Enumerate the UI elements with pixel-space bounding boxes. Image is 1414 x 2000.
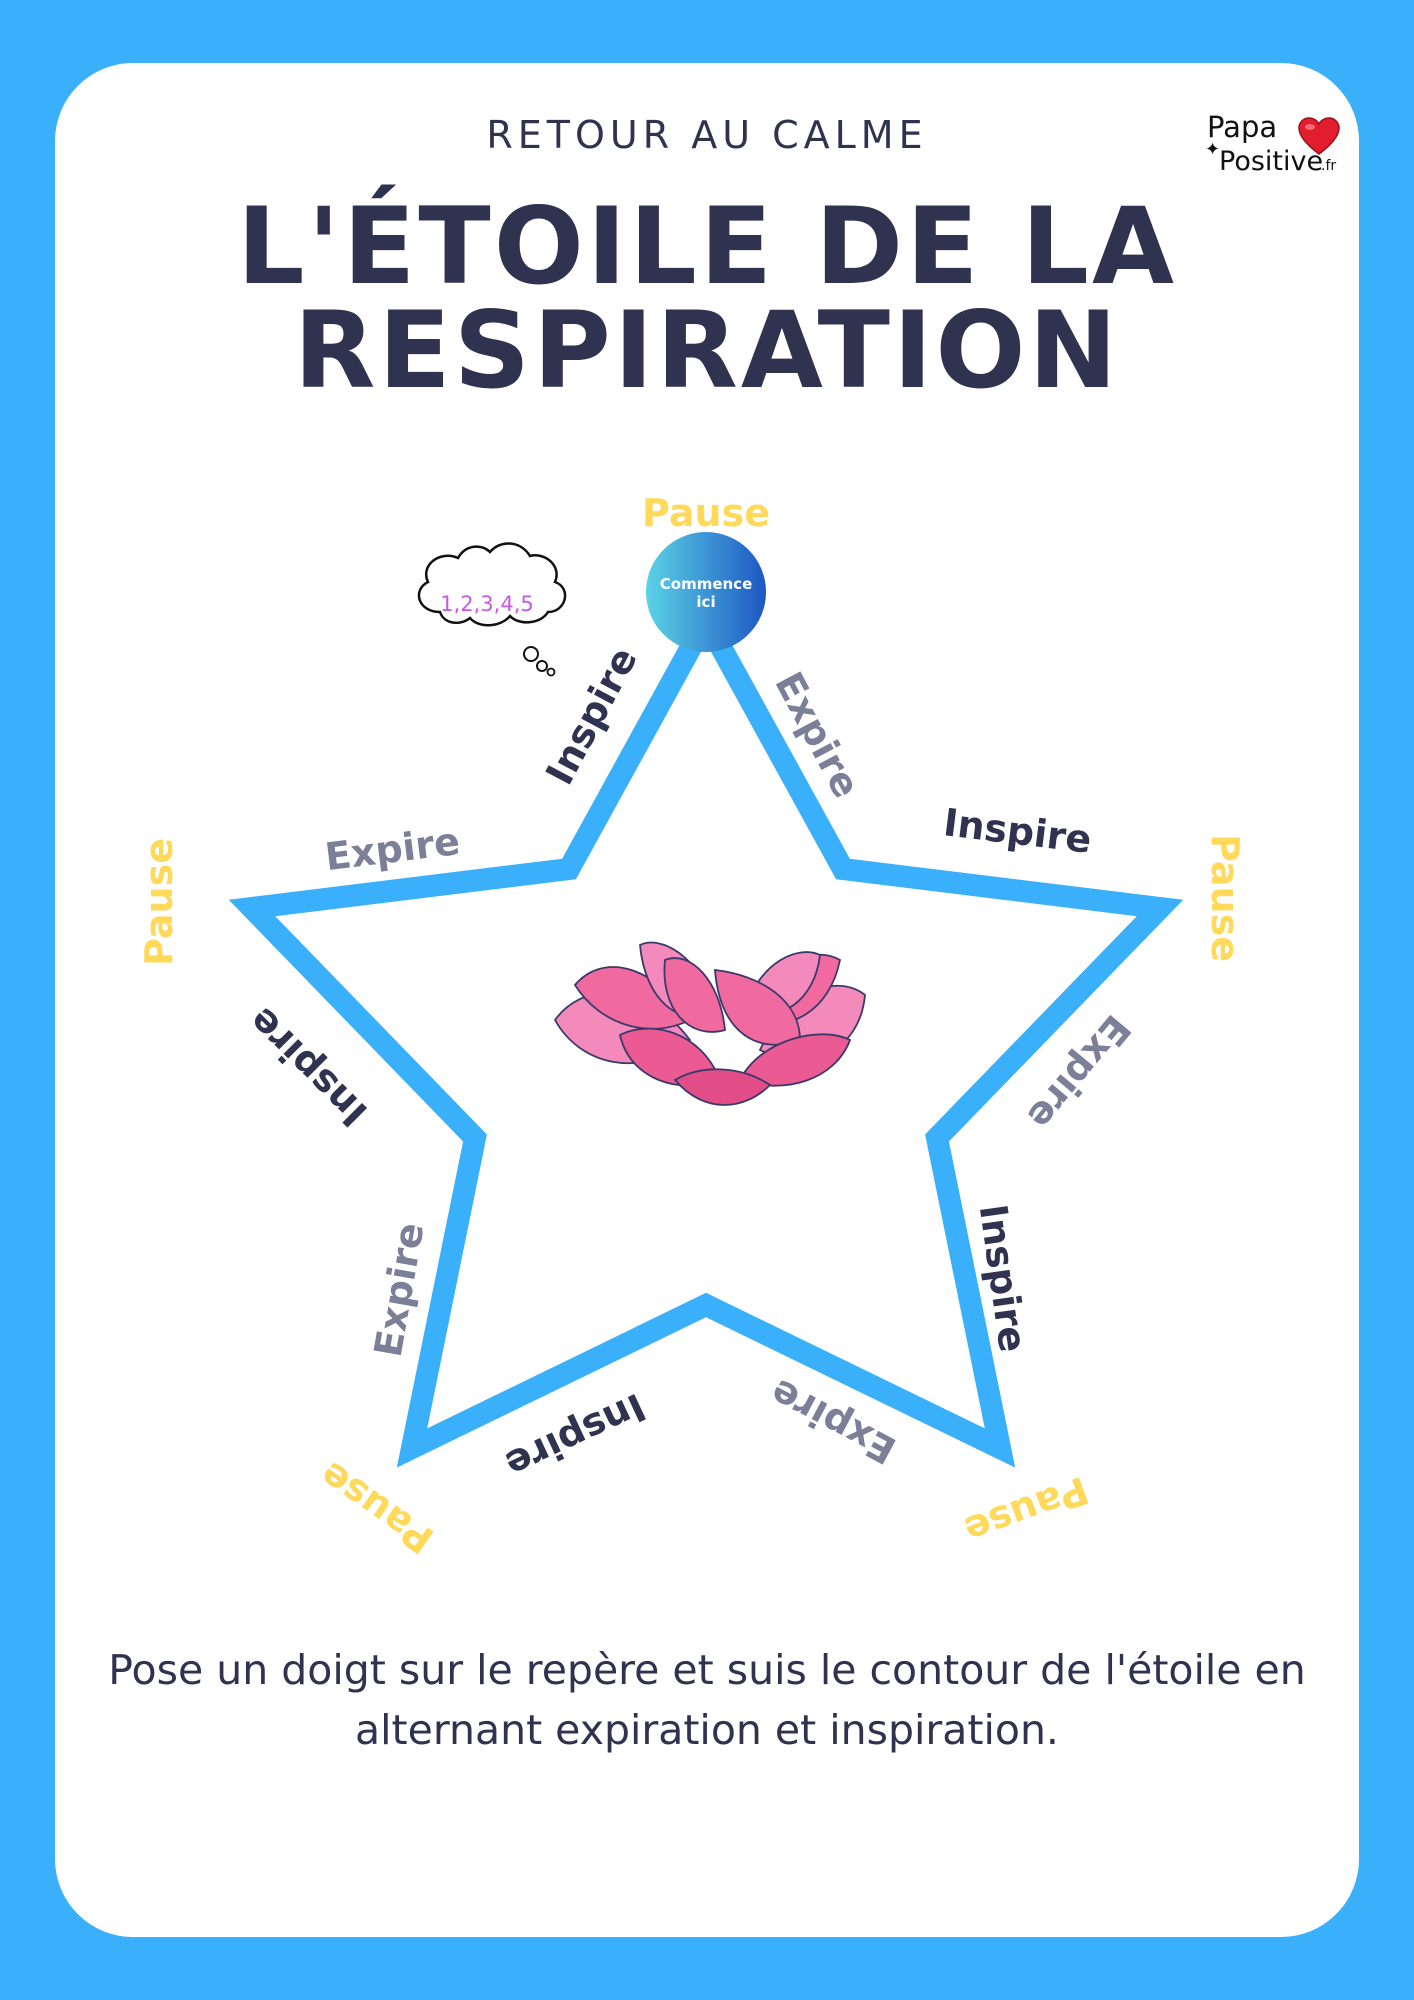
start-marker[interactable] xyxy=(646,532,766,652)
heart-icon xyxy=(1298,117,1340,155)
instructions-text: Pose un doigt sur le repère et suis le c… xyxy=(70,1640,1344,1760)
star-outline[interactable] xyxy=(228,597,1184,1468)
subtitle: RETOUR AU CALME xyxy=(486,113,928,157)
inspire-label-2: Inspire xyxy=(941,800,1094,862)
expire-label-4: Expire xyxy=(366,1219,433,1360)
pause-label-bottom-left: Pause xyxy=(312,1453,442,1562)
title-line-1: L'ÉTOILE DE LA xyxy=(237,185,1177,308)
thought-bubble: 1,2,3,4,5 xyxy=(417,542,567,677)
thought-text: 1,2,3,4,5 xyxy=(440,592,534,616)
page-title: L'ÉTOILE DE LA RESPIRATION xyxy=(0,185,1414,412)
stars-icon: ✦ xyxy=(1205,139,1221,160)
pause-label-left: Pause xyxy=(137,838,181,966)
pause-label-bottom-right: Pause xyxy=(959,1468,1094,1553)
lotus-icon xyxy=(553,941,866,1106)
logo-text-1: Papa xyxy=(1207,110,1278,144)
pause-label-top: Pause xyxy=(642,491,770,535)
instructions-line-1: Pose un doigt sur le repère et suis le c… xyxy=(108,1646,1306,1694)
title-line-2: RESPIRATION xyxy=(293,289,1121,412)
expire-label-5: Expire xyxy=(323,819,463,879)
papa-positive-logo: Papa ✦ Positive .fr xyxy=(1205,110,1355,190)
pause-label-right: Pause xyxy=(1203,834,1247,962)
logo-tld: .fr xyxy=(1321,158,1337,174)
logo-text-2: Positive xyxy=(1219,146,1324,177)
instructions-line-2: alternant expiration et inspiration. xyxy=(355,1706,1059,1754)
start-label-1: Commence xyxy=(660,575,753,593)
start-label-2: ici xyxy=(696,593,715,611)
